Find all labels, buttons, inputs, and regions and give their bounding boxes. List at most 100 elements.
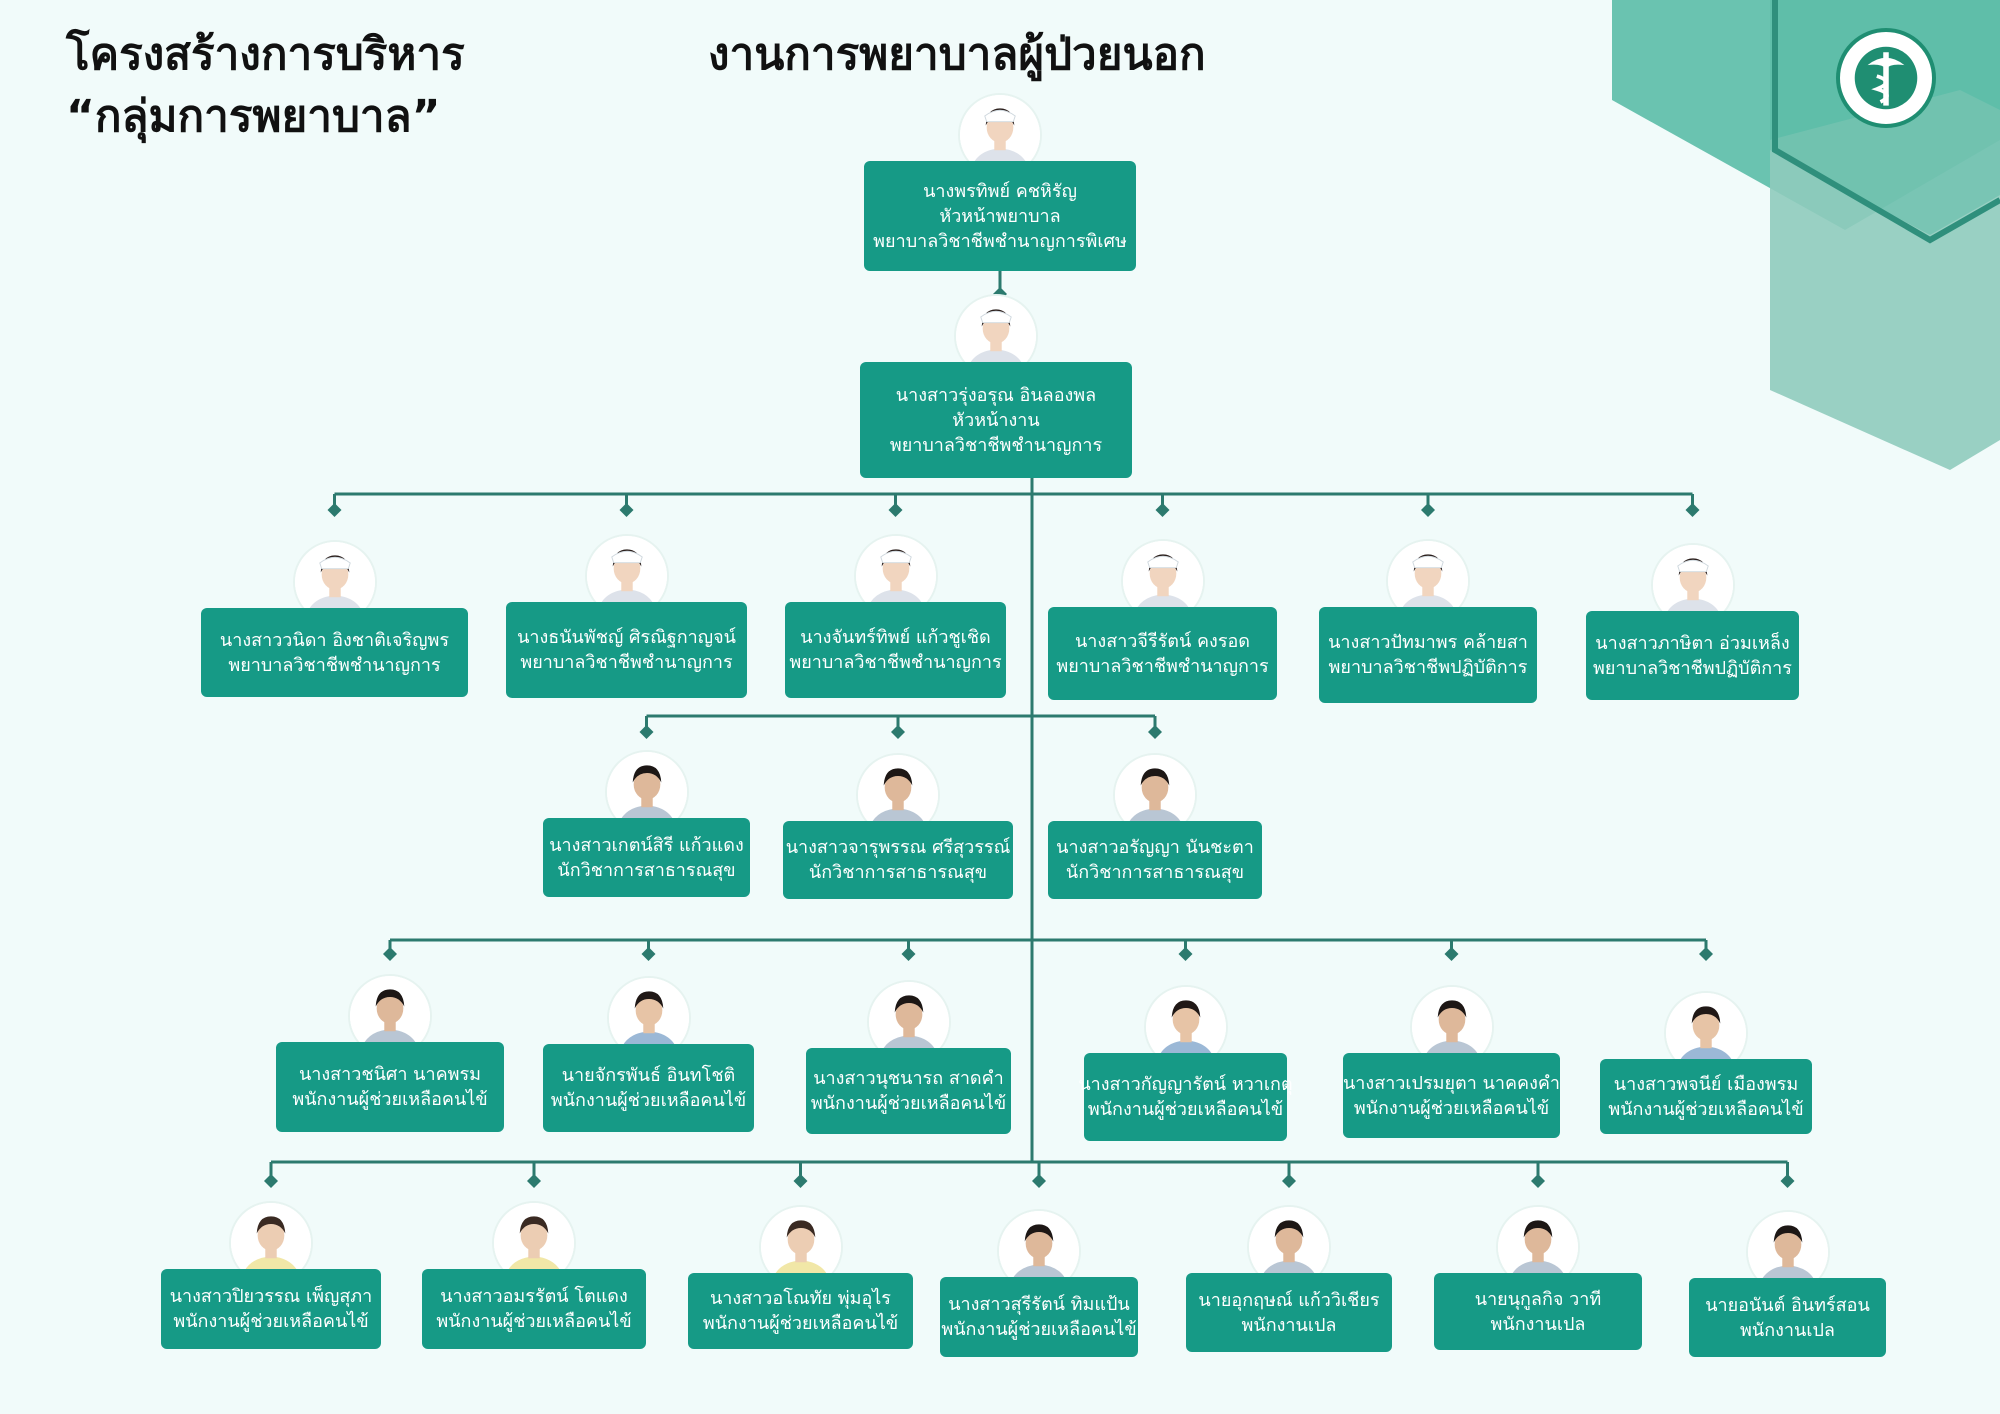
person-card: นางสาวสุรีรัตน์ ทิมแป้นพนักงานผู้ช่วยเหล… xyxy=(940,1277,1138,1357)
person-position: หัวหน้าพยาบาล xyxy=(939,205,1061,227)
person-position: พยาบาลวิชาชีพชำนาญการ xyxy=(1056,655,1269,677)
connector-diamond xyxy=(383,947,397,961)
person-name: นางสาวภาษิตา อ่วมเหล็ง xyxy=(1595,632,1790,654)
person-position: พยาบาลวิชาชีพชำนาญการ xyxy=(228,654,441,676)
person-name: นางธนันพัชญ์ ศิรณิฐกาญจน์ xyxy=(517,627,736,648)
person-name: นางสาวอรัญญา นันชะตา xyxy=(1056,837,1254,858)
person-position: พยาบาลวิชาชีพชำนาญการ xyxy=(520,652,733,673)
connector-diamond xyxy=(1699,947,1713,961)
person-card: นายจักรพันธ์ อินทโชติพนักงานผู้ช่วยเหลือ… xyxy=(543,1044,754,1132)
person-name: นายอุกฤษณ์ แก้ววิเชียร xyxy=(1198,1289,1380,1311)
person-card: นางสาวอรัญญา นันชะตานักวิชาการสาธารณสุข xyxy=(1048,821,1262,899)
person-name: นางสาวจีรีรัตน์ คงรอด xyxy=(1075,630,1250,652)
connector-diamond xyxy=(1282,1174,1296,1188)
person-card: นายนุกูลกิจ วาทีพนักงานเปล xyxy=(1434,1273,1642,1350)
person-name: นายจักรพันธ์ อินทโชติ xyxy=(561,1065,736,1086)
person-position: พนักงานผู้ช่วยเหลือคนไข้ xyxy=(702,1313,899,1334)
person-card: นางสาววนิดา อิงชาติเจริญพรพยาบาลวิชาชีพช… xyxy=(201,608,468,697)
person-card: นางสาวเกตน์สิรี แก้วแดงนักวิชาการสาธารณส… xyxy=(543,818,750,897)
person-position: พนักงานเปล xyxy=(1490,1313,1586,1335)
person-name: นายอนันต์ อินทร์สอน xyxy=(1705,1294,1870,1316)
person-name: นางสาวรุ่งอรุณ อินลองพล xyxy=(895,384,1097,406)
person-position: พนักงานผู้ช่วยเหลือคนไข้ xyxy=(173,1311,369,1332)
connector-diamond xyxy=(264,1174,278,1188)
connector-diamond xyxy=(1032,1174,1046,1188)
person-name: นางสาวปัทมาพร คล้ายสา xyxy=(1328,632,1528,653)
page-title-line1: โครงสร้างการบริหาร xyxy=(66,29,465,80)
person-position: พยาบาลวิชาชีพชำนาญการ xyxy=(789,652,1002,673)
person-position: พนักงานเปล xyxy=(1241,1314,1337,1336)
connector-diamond xyxy=(891,725,905,739)
person-position: หัวหน้างาน xyxy=(952,409,1040,431)
person-card: นางสาวอมรรัตน์ โตแดงพนักงานผู้ช่วยเหลือค… xyxy=(422,1269,646,1349)
person-name: นางสาวเกตน์สิรี แก้วแดง xyxy=(549,834,744,856)
person-position: พนักงานผู้ช่วยเหลือคนไข้ xyxy=(810,1093,1007,1114)
person-name: นางสาววนิดา อิงชาติเจริญพร xyxy=(219,629,450,651)
person-name: นางสาวกัญญารัตน์ หวาเกตุ xyxy=(1078,1074,1293,1095)
connector-diamond xyxy=(901,947,916,961)
person-position: นักวิชาการสาธารณสุข xyxy=(1065,862,1245,883)
background-hexagons xyxy=(1612,0,2000,470)
connector-diamond xyxy=(1178,947,1193,961)
person-position: พนักงานผู้ช่วยเหลือคนไข้ xyxy=(941,1319,1137,1340)
person-position: พนักงานผู้ช่วยเหลือคนไข้ xyxy=(292,1089,488,1110)
person-position: พนักงานเปล xyxy=(1740,1319,1835,1341)
person-card: นางสาวปัทมาพร คล้ายสาพยาบาลวิชาชีพปฏิบัต… xyxy=(1319,607,1537,703)
person-position: พนักงานผู้ช่วยเหลือคนไข้ xyxy=(550,1090,747,1111)
connector-diamond xyxy=(888,503,903,517)
person-name: นางสาวชนิศา นาคพรม xyxy=(298,1064,482,1085)
person-name: นางพรทิพย์ คชหิรัญ xyxy=(923,180,1077,202)
person-card: นางสาวกัญญารัตน์ หวาเกตุพนักงานผู้ช่วยเห… xyxy=(1078,1053,1293,1141)
connector-diamond xyxy=(1685,503,1700,517)
department-title: งานการพยาบาลผู้ป่วยนอก xyxy=(708,29,1206,80)
person-name: นางสาวพจนีย์ เมืองพรม xyxy=(1613,1073,1799,1095)
person-position: พนักงานผู้ช่วยเหลือคนไข้ xyxy=(1608,1098,1804,1120)
connector-diamond xyxy=(1155,503,1170,517)
connector-diamond xyxy=(639,725,654,739)
connector-diamond xyxy=(641,947,656,961)
person-card: นางสาวนุชนารถ สาดคำพนักงานผู้ช่วยเหลือคน… xyxy=(806,1048,1011,1134)
connector-diamond xyxy=(619,503,634,517)
person-name: นางสาวจารุพรรณ ศรีสุวรรณ์ xyxy=(785,837,1011,858)
person-position: พยาบาลวิชาชีพชำนาญการ xyxy=(889,434,1103,456)
person-card: นายอุกฤษณ์ แก้ววิเชียรพนักงานเปล xyxy=(1186,1273,1392,1352)
person-card: นางสาวจีรีรัตน์ คงรอดพยาบาลวิชาชีพชำนาญก… xyxy=(1048,607,1277,700)
person-name: นางสาวปิยวรรณ เพ็ญสุภา xyxy=(169,1286,373,1307)
person-position: พนักงานผู้ช่วยเหลือคนไข้ xyxy=(1087,1099,1284,1120)
person-name: นางสาวนุชนารถ สาดคำ xyxy=(813,1068,1004,1089)
person-card: นางสาวปิยวรรณ เพ็ญสุภาพนักงานผู้ช่วยเหลื… xyxy=(161,1269,381,1349)
connector-diamond xyxy=(327,503,342,517)
person-position: พยาบาลวิชาชีพปฏิบัติการ xyxy=(1593,657,1792,679)
person-position: พนักงานผู้ช่วยเหลือคนไข้ xyxy=(1353,1097,1550,1119)
connector-diamond xyxy=(1444,947,1459,961)
person-card: นางจันทร์ทิพย์ แก้วชูเชิดพยาบาลวิชาชีพชำ… xyxy=(785,602,1006,698)
person-name: นางสาวเปรมยุตา นาคคงคำ xyxy=(1343,1072,1561,1094)
person-card: นางพรทิพย์ คชหิรัญหัวหน้าพยาบาลพยาบาลวิช… xyxy=(864,161,1136,271)
connector-diamond xyxy=(1780,1174,1795,1188)
hospital-logo-icon xyxy=(1836,28,1936,128)
person-name: นายนุกูลกิจ วาที xyxy=(1474,1288,1602,1310)
person-position: พยาบาลวิชาชีพชำนาญการพิเศษ xyxy=(873,230,1127,252)
page-title-line2: “กลุ่มการพยาบาล” xyxy=(66,91,441,142)
connector-diamond xyxy=(527,1174,541,1188)
person-position: นักวิชาการสาธารณสุข xyxy=(557,859,736,881)
person-position: นักวิชาการสาธารณสุข xyxy=(808,862,988,883)
background-hexagon-outline xyxy=(1772,0,2000,244)
person-card: นายอนันต์ อินทร์สอนพนักงานเปล xyxy=(1689,1278,1886,1357)
person-card: นางสาวพจนีย์ เมืองพรมพนักงานผู้ช่วยเหลือ… xyxy=(1600,1059,1812,1134)
background-hexagon xyxy=(1770,90,2000,470)
person-position: พนักงานผู้ช่วยเหลือคนไข้ xyxy=(436,1311,632,1332)
connector-diamond xyxy=(1421,503,1435,517)
person-name: นางจันทร์ทิพย์ แก้วชูเชิด xyxy=(800,627,991,648)
connector-diamond xyxy=(1148,725,1162,739)
person-name: นางสาวสุรีรัตน์ ทิมแป้น xyxy=(948,1294,1130,1315)
person-card: นางสาวรุ่งอรุณ อินลองพลหัวหน้างานพยาบาลว… xyxy=(860,362,1132,478)
person-card: นางสาวอโณทัย พุ่มอุไรพนักงานผู้ช่วยเหลือ… xyxy=(688,1273,913,1349)
person-card: นางสาวภาษิตา อ่วมเหล็งพยาบาลวิชาชีพปฏิบั… xyxy=(1586,611,1799,700)
person-card: นางสาวชนิศา นาคพรมพนักงานผู้ช่วยเหลือคนไ… xyxy=(276,1042,504,1132)
person-card: นางสาวเปรมยุตา นาคคงคำพนักงานผู้ช่วยเหลื… xyxy=(1343,1053,1560,1138)
person-card: นางสาวจารุพรรณ ศรีสุวรรณ์นักวิชาการสาธาร… xyxy=(783,821,1013,899)
person-card: นางธนันพัชญ์ ศิรณิฐกาญจน์พยาบาลวิชาชีพชำ… xyxy=(506,602,747,698)
person-name: นางสาวอโณทัย พุ่มอุไร xyxy=(710,1288,891,1309)
org-connectors xyxy=(264,271,1795,1188)
